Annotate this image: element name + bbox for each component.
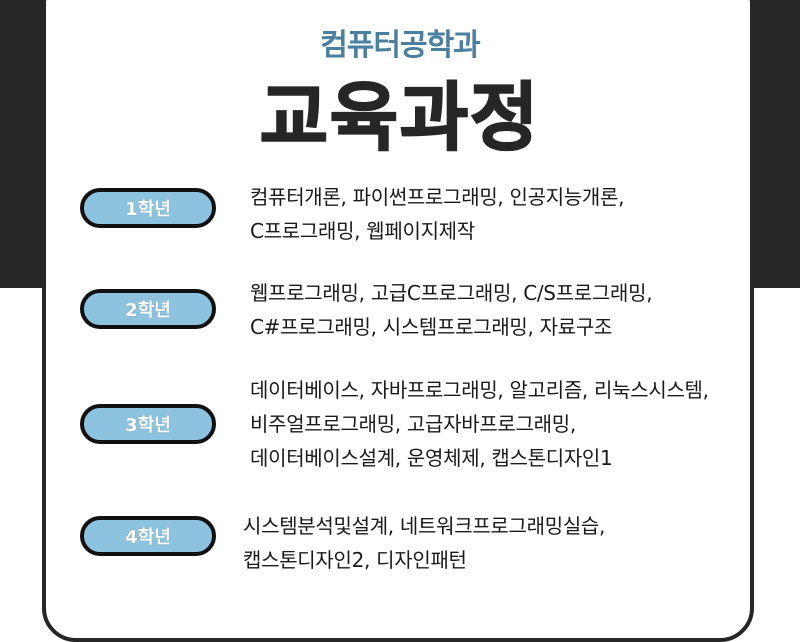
course-line: 비주얼프로그래밍, 고급자바프로그래밍, bbox=[250, 412, 576, 436]
year-2-badge: 2학년 bbox=[80, 289, 216, 329]
course-line: 데이터베이스, 자바프로그래밍, 알고리즘, 리눅스시스템, bbox=[250, 378, 709, 402]
course-line: 시스템분석및설계, 네트워크프로그래밍실습, bbox=[243, 514, 606, 538]
year-4-courses: 시스템분석및설계, 네트워크프로그래밍실습, 캡스톤디자인2, 디자인패턴 bbox=[243, 509, 605, 577]
course-line: C프로그래밍, 웹페이지제작 bbox=[250, 219, 475, 243]
year-4-badge: 4학년 bbox=[80, 516, 216, 556]
year-2-courses: 웹프로그래밍, 고급C프로그래밍, C/S프로그래밍, C#프로그래밍, 시스템… bbox=[250, 276, 653, 344]
year-3-badge: 3학년 bbox=[80, 404, 216, 444]
course-line: 데이터베이스설계, 운영체제, 캡스톤디자인1 bbox=[250, 446, 613, 470]
course-line: 컴퓨터개론, 파이썬프로그래밍, 인공지능개론, bbox=[250, 185, 625, 209]
year-1-courses: 컴퓨터개론, 파이썬프로그래밍, 인공지능개론, C프로그래밍, 웹페이지제작 bbox=[250, 180, 624, 248]
course-line: 웹프로그래밍, 고급C프로그래밍, C/S프로그래밍, bbox=[250, 281, 653, 305]
year-1-badge: 1학년 bbox=[80, 188, 216, 228]
page-title: 교육과정 bbox=[259, 74, 541, 162]
department-subtitle: 컴퓨터공학과 bbox=[320, 28, 481, 63]
course-line: C#프로그래밍, 시스템프로그래밍, 자료구조 bbox=[250, 315, 613, 339]
course-line: 캡스톤디자인2, 디자인패턴 bbox=[243, 548, 467, 572]
year-3-courses: 데이터베이스, 자바프로그래밍, 알고리즘, 리눅스시스템, 비주얼프로그래밍,… bbox=[250, 373, 709, 475]
